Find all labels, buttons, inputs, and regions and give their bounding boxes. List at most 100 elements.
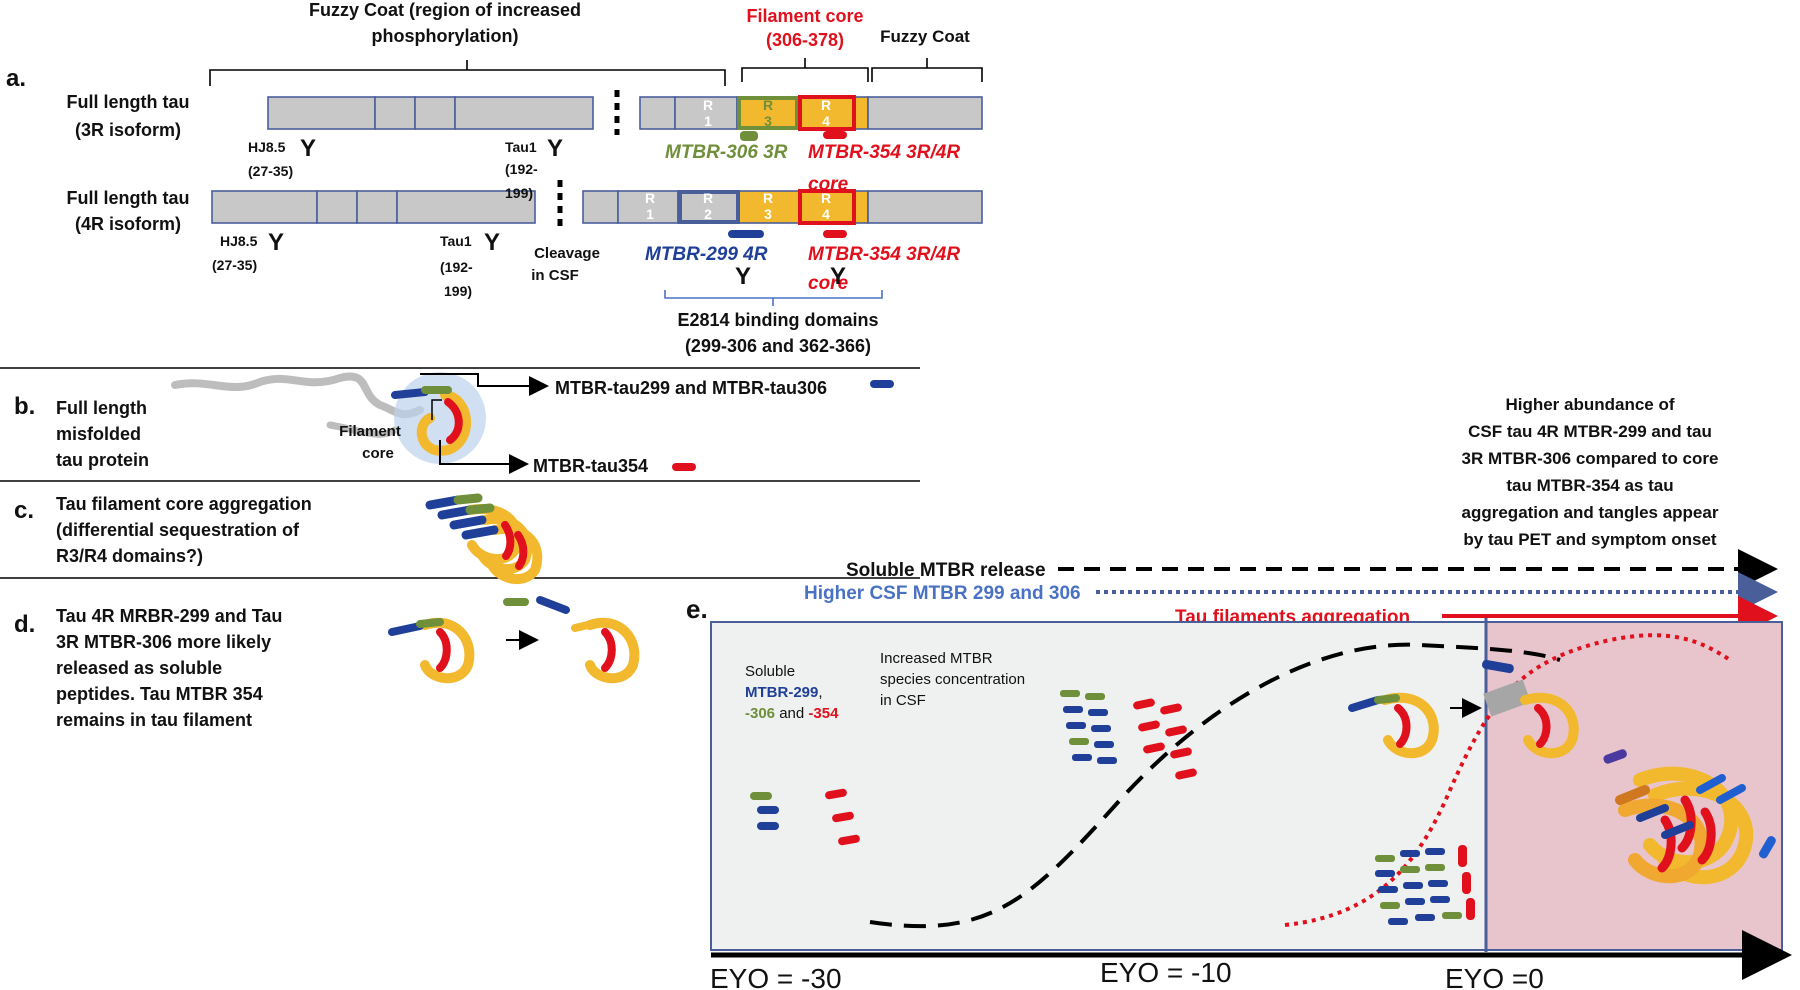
filament-core-blue <box>391 388 429 399</box>
filament-before-release <box>388 617 475 684</box>
increased-text-2: species concentration <box>880 671 1025 688</box>
r2-num-4r: 2 <box>704 206 712 222</box>
fuzzy-coat-left-title: Fuzzy Coat (region of increased <box>309 0 581 20</box>
grey-fragment <box>1483 679 1531 717</box>
soluble-text-3: -306 and -354 <box>745 705 839 722</box>
panel-a: a. Fuzzy Coat (region of increased phosp… <box>6 0 983 356</box>
panel-c-text-1: Tau filament core aggregation <box>56 494 312 514</box>
panel-b-label: b. <box>14 393 35 420</box>
r1-label-4r: R <box>645 190 655 206</box>
floating-peptide-1 <box>1603 749 1627 764</box>
cleavage-in-csf-label: in CSF <box>531 267 579 284</box>
brace-filament-core <box>741 58 869 82</box>
tau-3r-label: Full length tau <box>67 92 190 112</box>
mtbr299-306-peptide-icon <box>870 380 894 388</box>
r2-highlight-4r <box>678 190 740 224</box>
tau-3r-isoform: (3R isoform) <box>75 120 181 140</box>
panel-b-text-2: misfolded <box>56 424 141 444</box>
peptide-cluster-middle <box>1060 690 1197 780</box>
tau1-range-3r-b: 199) <box>505 185 533 201</box>
r3-num-4r: 3 <box>764 206 772 222</box>
mtbr306-peptide-marker <box>740 131 758 141</box>
released-mtbr306-d <box>503 598 529 606</box>
soluble-text-1: Soluble <box>745 663 795 680</box>
r3-highlight-3r <box>737 96 799 130</box>
tau-4r-isoform: (4R isoform) <box>75 214 181 234</box>
mtbr354-peptide-marker-4r <box>823 230 847 238</box>
peptide-cluster-early <box>750 788 860 846</box>
panel-e: Higher abundance of CSF tau 4R MTBR-299 … <box>686 395 1792 990</box>
filament-core-label-1: Filament <box>339 423 401 440</box>
e2814-bracket <box>664 290 883 306</box>
r1-num-3r: 1 <box>704 113 712 129</box>
legend-csf-label: Higher CSF MTBR 299 and 306 <box>804 583 1081 604</box>
panel-e-header-6: by tau PET and symptom onset <box>1463 530 1716 549</box>
mtbr299-peptide-marker <box>728 230 764 238</box>
hj85-label-4r: HJ8.5 <box>220 233 258 249</box>
hj85-range-4r: (27-35) <box>212 257 257 273</box>
tau-4r-label: Full length tau <box>67 188 190 208</box>
mtbr306-label: MTBR-306 3R <box>665 142 788 163</box>
fuzzy-coat-left-subtitle: phosphorylation) <box>372 26 519 46</box>
hj85-range-3r: (27-35) <box>248 163 293 179</box>
mtbr354-core-label-3r: core <box>808 174 849 195</box>
panel-e-header-4: tau MTBR-354 as tau <box>1506 476 1673 495</box>
tau1-antibody-icon-3r: Y <box>547 135 563 162</box>
released-mtbr299-d <box>536 596 570 614</box>
e2814-antibody-icon-2: Y <box>830 263 846 290</box>
panel-d-text-2: 3R MTBR-306 more likely <box>56 632 271 652</box>
filament-after-release <box>571 617 640 684</box>
tau-monomer-post <box>1520 692 1579 759</box>
filament-core-red <box>444 398 463 444</box>
post-onset-region <box>1485 621 1783 951</box>
increased-text-1: Increased MTBR <box>880 650 993 667</box>
r3-num-3r: 3 <box>764 113 772 129</box>
panel-e-header-3: 3R MTBR-306 compared to core <box>1462 449 1719 468</box>
panel-e-header-2: CSF tau 4R MTBR-299 and tau <box>1468 422 1712 441</box>
panel-c-text-2: (differential sequestration of <box>56 520 300 540</box>
mtbr354-label-4r: MTBR-354 3R/4R <box>808 244 960 265</box>
arrow-mtbr-299-306 <box>420 373 549 396</box>
panel-b-text-3: tau protein <box>56 450 149 470</box>
fuzzy-coat-right-title: Fuzzy Coat <box>880 27 970 46</box>
panel-e-header-1: Higher abundance of <box>1505 395 1674 414</box>
panel-d-label: d. <box>14 611 35 638</box>
tau-3r-bar <box>267 96 983 130</box>
pointer-bracket <box>431 399 442 420</box>
tau1-range-3r-a: (192- <box>505 161 538 177</box>
filament-core-title: Filament core <box>746 6 863 26</box>
mtbr354-peptide-marker-3r <box>823 131 847 139</box>
brace-fuzzy-left <box>209 60 726 86</box>
panel-c: c. Tau filament core aggregation (differ… <box>14 493 543 584</box>
r4-label-3r: R <box>821 97 831 113</box>
brace-fuzzy-right <box>871 58 983 82</box>
tau1-range-4r-b: 199) <box>444 283 472 299</box>
eyo-zero-label: EYO =0 <box>1445 963 1544 990</box>
panel-d: d. Tau 4R MRBR-299 and Tau 3R MTBR-306 m… <box>14 596 640 730</box>
tau-monomer-e <box>1348 692 1439 759</box>
r4-num-4r: 4 <box>822 206 830 222</box>
tau1-label-4r: Tau1 <box>440 233 472 249</box>
panel-d-text-4: peptides. Tau MTBR 354 <box>56 684 263 704</box>
tau-4r-bar <box>211 190 983 224</box>
r1-num-4r: 1 <box>646 206 654 222</box>
r1-label-3r: R <box>703 97 713 113</box>
eyo-minus-10-label: EYO = -10 <box>1100 957 1232 988</box>
r4-label-4r: R <box>821 190 831 206</box>
filament-core-label-2: core <box>362 445 394 462</box>
hj85-label-3r: HJ8.5 <box>248 139 286 155</box>
filament-core-yellow <box>416 390 471 456</box>
released-peptide-e <box>1482 659 1514 674</box>
panel-e-label: e. <box>686 594 708 624</box>
hj85-antibody-icon-4r: Y <box>268 229 284 256</box>
mtbr299-label: MTBR-299 4R <box>645 244 768 265</box>
r4-num-3r: 4 <box>822 113 830 129</box>
eyo-minus-30-label: EYO = -30 <box>710 963 842 990</box>
panel-b-text-1: Full length <box>56 398 147 418</box>
r3-label-4r: R <box>763 190 773 206</box>
e2814-antibody-icon-1: Y <box>735 263 751 290</box>
tau1-label-3r: Tau1 <box>505 139 537 155</box>
aggregate-stack-c <box>425 493 543 584</box>
